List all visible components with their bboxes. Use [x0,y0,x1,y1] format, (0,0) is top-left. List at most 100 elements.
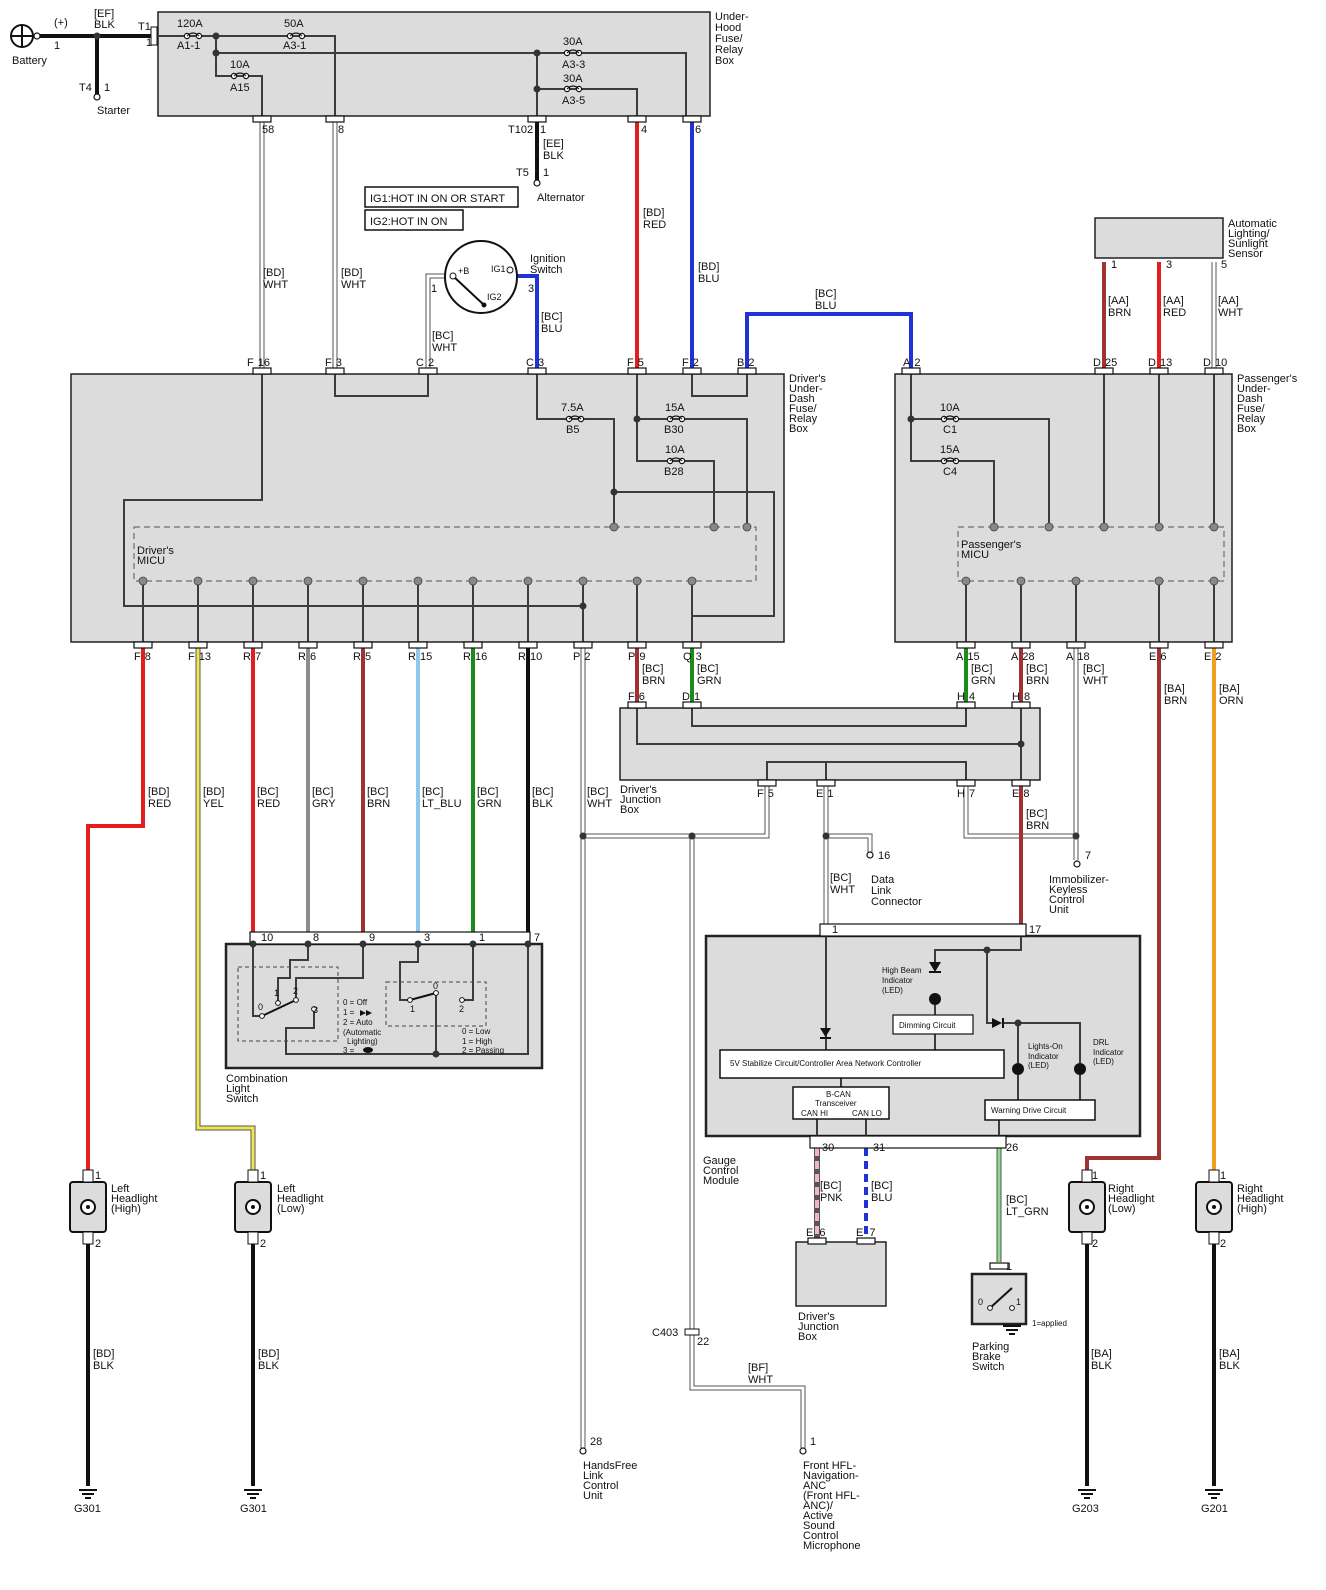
driver-micu-pin-6 [468,576,478,586]
passengers-micu [957,526,1225,582]
drv-top-tab-2 [418,367,438,375]
comb-pos-a0: 0 [258,1002,263,1012]
immobilizer-pin: 7 [1085,850,1091,862]
pass-top-tab-1 [1094,367,1114,375]
headlight-right-low-pin2 [1081,1231,1093,1245]
battery-plus: (+) [54,17,68,29]
fuse-b30-amps: 15A [665,402,685,414]
djb-top-tab-2 [956,701,976,709]
drv-top-tab-0 [252,367,272,375]
pass-micu-top-pin-2 [1099,522,1109,532]
hfl-label: Front HFL- Navigation- ANC (Front HFL- A… [803,1460,863,1552]
fuse-a1-1-amps: 120A [177,18,203,30]
starter-pin: 1 [104,82,110,94]
ign-ig2: IG2 [487,292,502,302]
uh-a3 [216,52,687,116]
wlabel-w8: [BD]WHT [341,267,366,291]
ign-pin1: 1 [431,283,437,295]
drv-bot-tab-6 [463,641,483,649]
gauge-out-pin-30: 30 [822,1142,834,1154]
headlight-left-high-filament [86,1205,90,1209]
cs-7 [435,944,529,1055]
sensor-pin3: 3 [1166,259,1172,271]
djb-3 [766,761,967,780]
pass-bot-tab-3 [1149,641,1169,649]
wlabel-w58: [BD]WHT [263,267,288,291]
hl1-pin1: 1 [260,1170,266,1182]
fuse-c1-id: C1 [943,424,957,436]
gauge-out-pin-26: 26 [1006,1142,1018,1154]
fuse-b28-id: B28 [664,466,684,478]
component-symbols [69,32,1233,1499]
wlabel-a28: [BC]BRN [1026,663,1049,687]
uh-a35 [536,53,638,116]
gauge-out-pin-31: 31 [873,1142,885,1154]
wire-f13-yel [196,648,255,1172]
wlabel-r16: [BC]GRN [477,786,502,810]
alt-wire-color: BLK [543,150,564,162]
n-bf [688,832,696,840]
pass-top-tab-2 [1149,367,1169,375]
wlabel-g3: [BA]BLK [1091,1348,1112,1372]
comb-pin-node-4 [469,940,477,948]
ignition-label: Ignition Switch [530,253,569,276]
headlight-right-low-filament [1085,1205,1089,1209]
cs-1 [462,944,474,1001]
uh-tab-2 [527,115,547,123]
driver-micu-pin-5 [413,576,423,586]
wlabel-r6: [BC]GRY [312,786,336,810]
wire-f5-wht-outline [583,786,770,839]
comb-pin-3: 3 [424,932,430,944]
n-cs1 [432,1050,440,1058]
comb-pin-node-2 [359,940,367,948]
comb-pin-node-3 [414,940,422,948]
uh-pin-58: 58 [262,124,274,136]
hfl-terminal [799,1447,807,1455]
gauge-in-pin-1: 1 [832,924,838,936]
fuse-a3-3-amps: 30A [563,36,583,48]
wlabel-p26: [BC]LT_GRN [1006,1194,1049,1218]
starter-terminal [93,93,101,101]
headlight-right-high-filament [1212,1205,1216,1209]
wlabel-g2: [BD]BLK [258,1348,279,1372]
wire-dlc-wht [826,834,872,852]
fuse-a15-amps: 10A [230,59,250,71]
djb-label: Driver's Junction Box [620,784,664,816]
wlabel-s5: [AA]WHT [1218,295,1243,319]
driver-micu-pin-2 [248,576,258,586]
parking-label: Parking Brake Switch [972,1341,1012,1373]
t1-conn: T1 [138,21,151,33]
drv-bot-tab-2 [243,641,263,649]
headlight-rh-high-label: Right Headlight (High) [1237,1183,1287,1215]
dlc-label: Data Link Connector [871,874,922,908]
n-d3 [579,602,587,610]
comb-pos-b1: 1 [410,1004,415,1014]
parking-pos1: 1 [1016,1297,1021,1307]
alt-wire-code: [EE] [543,138,564,150]
driver-micu-top-pin-2 [742,522,752,532]
uh-pin-1: 1 [540,124,546,136]
headlight-left-high-pin1 [82,1169,94,1183]
wire-bf-wht [690,836,805,1448]
uh-tab-3 [627,115,647,123]
headlight-lh-high-label: Left Headlight (High) [111,1183,161,1215]
hl3-pin2: 2 [1220,1238,1226,1250]
drivers-under-dash-box [70,373,785,643]
drv-top-tab-6 [737,367,757,375]
hl2-pin1: 1 [1092,1170,1098,1182]
ground-g301-b: G301 [240,1503,267,1515]
